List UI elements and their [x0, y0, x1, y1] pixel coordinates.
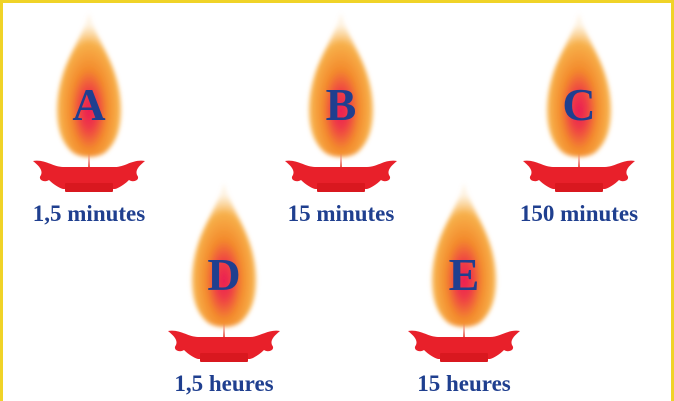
candle-b: B 15 minutes — [271, 3, 411, 243]
candle-c-graphic: C — [509, 3, 649, 203]
caption-d: 1,5 heures — [174, 371, 274, 396]
candle-d-graphic: D — [154, 173, 294, 373]
caption-a: 1,5 minutes — [32, 201, 146, 226]
candle-d: D 1,5 heures — [154, 173, 294, 401]
caption-c: 150 minutes — [519, 201, 639, 226]
candle-label-e: E — [449, 249, 480, 300]
candle-label-d: D — [207, 249, 240, 300]
candle-label-b: B — [326, 79, 357, 130]
candle-a-graphic: A — [19, 3, 159, 203]
candle-label-c: C — [562, 79, 595, 130]
candle-e-graphic: E — [394, 173, 534, 373]
candle-e: E 15 heures — [394, 173, 534, 401]
candle-b-graphic: B — [271, 3, 411, 203]
caption-e: 15 heures — [417, 371, 511, 396]
candle-c: C 150 minutes — [509, 3, 649, 243]
candle-label-a: A — [72, 79, 105, 130]
caption-b: 15 minutes — [287, 201, 395, 226]
candle-a: A 1,5 minutes — [19, 3, 159, 243]
